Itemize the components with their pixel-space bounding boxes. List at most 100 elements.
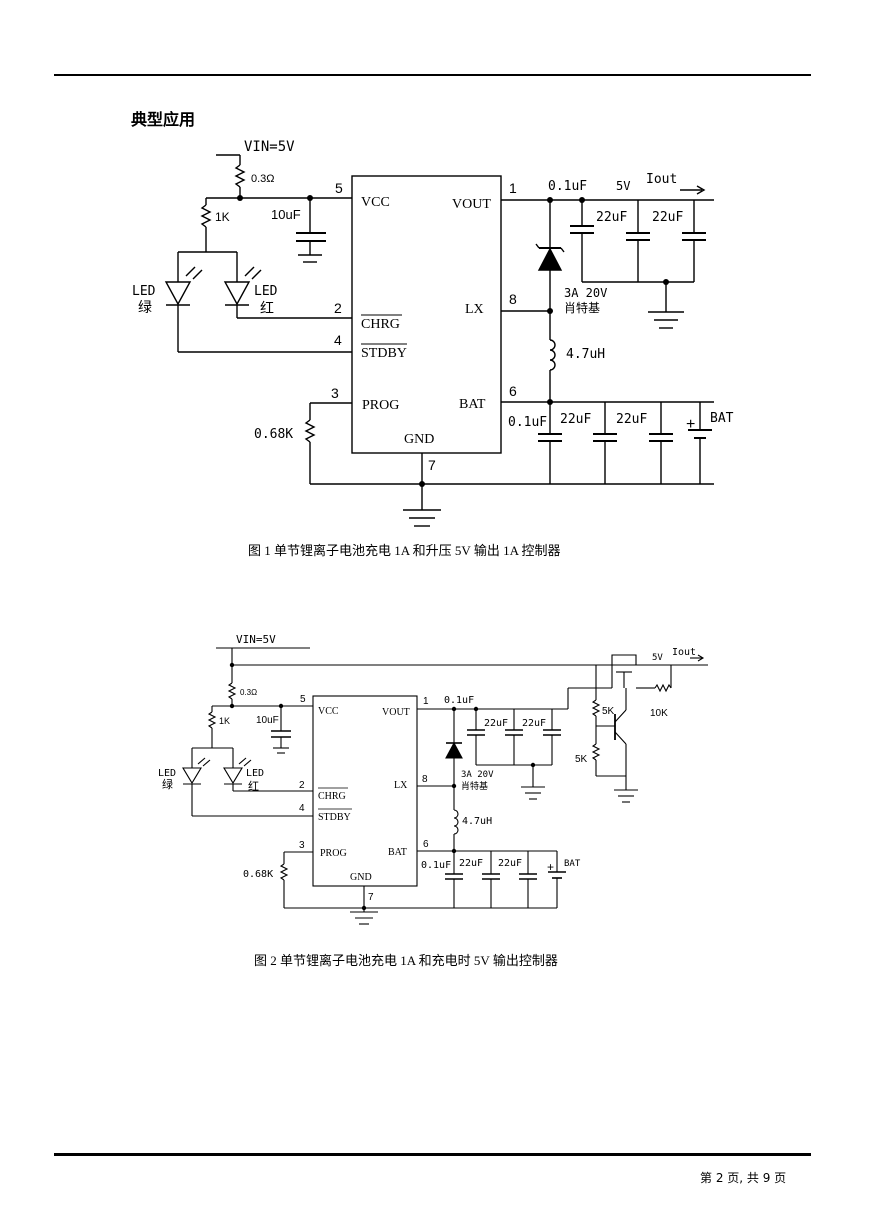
fig1-c-out-small-label: 0.1uF [548,179,587,194]
fig2-r-5k-top-label: 5K [602,706,615,717]
fig1-c-bat2-label: 22uF [616,412,647,427]
fig2-diode-type: 肖特基 [461,780,488,791]
fig1-pin6: 6 [509,383,517,399]
fig2-battery-plus: + [547,860,554,874]
fig1-diode-type: 肖特基 [564,300,600,315]
fig1-pin-lx: LX [465,302,484,317]
fig2-pin-gnd: GND [350,872,372,883]
fig2-pin4: 4 [299,803,305,814]
fig1-r-sense-label: 0.3Ω [251,173,275,185]
fig2-c-out1-label: 22uF [484,718,508,729]
fig1-pin-chrg: CHRG [361,317,400,332]
fig2-c-bat-small-label: 0.1uF [421,860,451,871]
fig1-led-red [223,281,251,306]
fig1-ic-body [351,175,502,454]
figure2-schematic: VIN=5V 0.3Ω 1K 10uF 5 VCC VOUT 1 LED 绿 L… [158,633,708,925]
fig2-diode-label: 3A 20V [461,770,494,780]
fig1-pin2: 2 [334,300,342,316]
fig2-r-sense [227,682,237,700]
fig1-out-v-label: 5V [616,179,630,193]
fig2-led-red [223,767,243,785]
footer-rule [54,1153,811,1156]
fig2-pin-chrg: CHRG [318,791,346,802]
fig2-c-bat1-label: 22uF [459,858,483,869]
fig2-out-v-label: 5V [652,653,663,663]
fig1-led-green-label: LED [132,284,156,299]
fig1-vin-label: VIN=5V [244,139,295,155]
fig1-iout-label: Iout [646,172,677,187]
fig2-r-5k-bottom-label: 5K [575,754,588,765]
fig1-r-prog [304,419,316,443]
fig2-c-bat2-label: 22uF [498,858,522,869]
fig1-pin-vout: VOUT [452,197,491,212]
fig1-pin-bat: BAT [459,397,486,412]
fig1-pin-gnd: GND [404,432,434,447]
fig2-pin-vout: VOUT [382,707,410,718]
fig1-c-out1-label: 22uF [596,210,627,225]
fig2-pin-lx: LX [394,780,408,791]
fig2-led-red-color: 红 [248,780,259,793]
fig2-pin5: 5 [300,694,306,705]
header-rule [54,74,811,76]
fig1-pin-stdby: STDBY [361,346,407,361]
figure2-caption: 图 2 单节锂离子电池充电 1A 和充电时 5V 输出控制器 [254,953,558,968]
fig2-r-5k-top [591,699,601,717]
fig2-r-prog [279,863,289,881]
fig2-led-green-color: 绿 [162,777,173,791]
figure1-caption: 图 1 单节锂离子电池充电 1A 和升压 5V 输出 1A 控制器 [248,543,561,558]
fig1-r-led-label: 1K [215,210,230,224]
fig1-pin5: 5 [335,180,343,196]
fig1-battery-label: BAT [710,411,734,426]
figure1-schematic: VIN=5V 0.3Ω 1K 10uF 5 VCC VOUT 1 LED 绿 L… [132,139,734,527]
fig1-r-sense [234,164,246,188]
fig2-iout-label: Iout [672,647,696,658]
fig2-led-green-label: LED [158,768,176,779]
fig2-r-led-label: 1K [219,716,230,726]
fig1-pin1: 1 [509,180,517,196]
fig2-r-10k [654,683,672,693]
fig2-r-5k-bottom [591,743,601,761]
fig2-pin7: 7 [368,892,374,903]
fig1-pin4: 4 [334,332,342,348]
fig1-pin-prog: PROG [362,398,399,413]
fig1-led-green-color: 绿 [138,300,152,316]
fig2-pin-prog: PROG [320,848,347,859]
fig1-inductor-label: 4.7uH [566,347,605,362]
fig2-diode [445,741,463,759]
fig1-r-led [200,204,212,228]
fig2-pin-vcc: VCC [318,706,339,717]
fig2-pin-bat: BAT [388,847,407,858]
fig2-pin6: 6 [423,839,429,850]
fig1-pin3: 3 [331,385,339,401]
fig2-c-out2-label: 22uF [522,718,546,729]
fig2-r-10k-label: 10K [650,708,668,719]
fig2-mosfet [611,654,637,665]
page-number: 第 2 页, 共 9 页 [700,1171,787,1185]
fig2-battery-label: BAT [564,859,581,869]
fig1-c-bat1-label: 22uF [560,412,591,427]
fig2-r-sense-label: 0.3Ω [240,688,257,697]
fig2-led-red-label: LED [246,768,264,779]
fig1-c-bat-small-label: 0.1uF [508,415,547,430]
fig1-pin-vcc: VCC [361,195,390,210]
fig1-inductor [549,339,556,371]
fig2-r-prog-label: 0.68K [243,869,273,880]
fig1-c-out2-label: 22uF [652,210,683,225]
fig1-led-red-label: LED [254,284,278,299]
fig1-pin7: 7 [428,457,436,473]
fig2-c-in-label: 10uF [256,715,279,726]
fig2-pin-stdby: STDBY [318,812,351,823]
fig1-pin8: 8 [509,291,517,307]
section-title: 典型应用 [131,110,196,129]
fig1-r-prog-label: 0.68K [254,427,293,442]
fig1-led-red-color: 红 [260,301,274,317]
fig1-led-green [164,281,192,306]
fig1-battery-plus: + [686,416,695,433]
fig1-diode-label: 3A 20V [564,286,607,300]
fig2-r-led [207,711,217,729]
fig2-pin2: 2 [299,780,305,791]
fig2-pin1: 1 [423,696,429,707]
fig2-led-green [182,767,202,785]
fig2-c-out-small-label: 0.1uF [444,695,474,706]
fig2-inductor [453,809,459,835]
